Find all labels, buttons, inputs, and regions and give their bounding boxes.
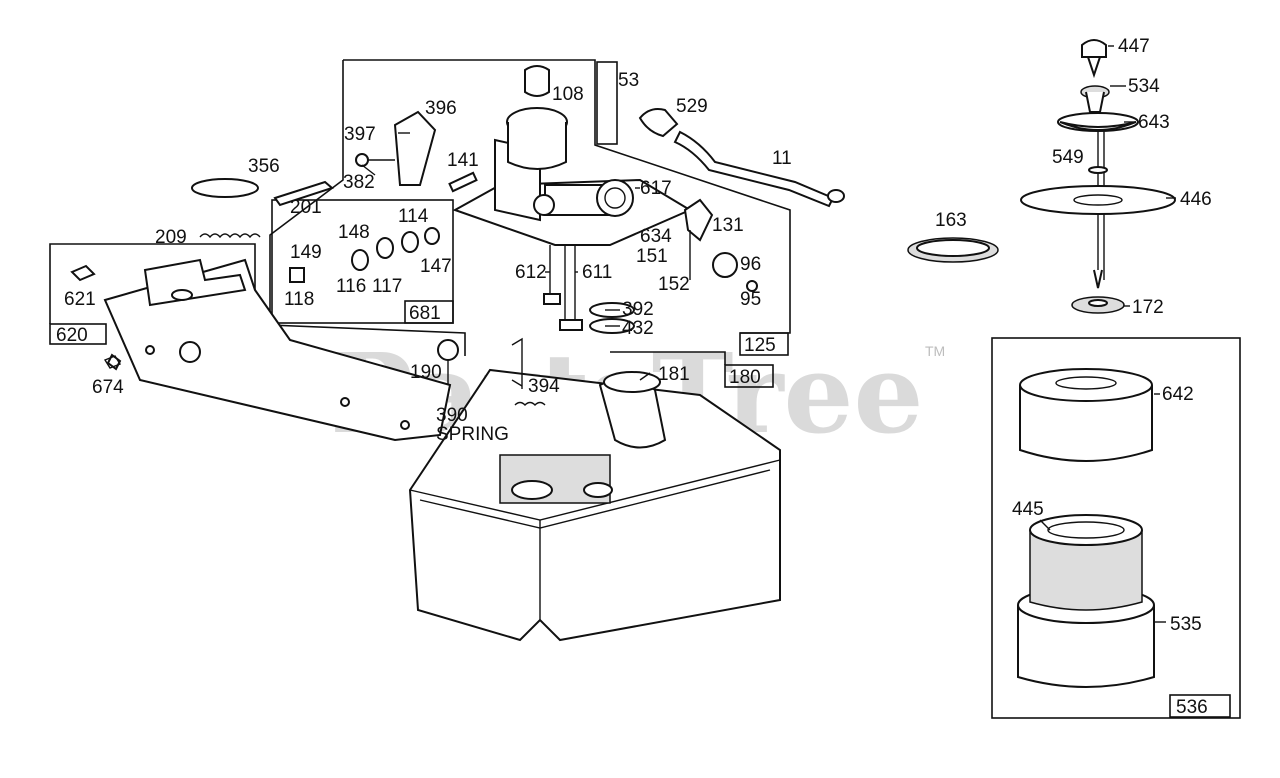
svg-text:681: 681 <box>409 303 441 324</box>
callout-634: 634 <box>640 226 672 247</box>
callout-382: 382 <box>343 172 375 193</box>
callout-445: 445 <box>1012 499 1044 520</box>
float-parts <box>589 198 758 334</box>
spring-209 <box>199 233 261 239</box>
group-box-620: 620 <box>49 243 256 346</box>
callout-396: 396 <box>425 98 457 119</box>
callout-394: 394 <box>528 376 560 397</box>
callout-611: 611 <box>582 262 612 283</box>
callout-621: 621 <box>64 289 96 310</box>
callout-118: 118 <box>284 289 314 310</box>
callout-172: 172 <box>1132 297 1164 318</box>
callout-642: 642 <box>1162 384 1194 405</box>
callout-549: 549 <box>1052 147 1084 168</box>
choke-lever <box>355 110 437 186</box>
callout-141: 141 <box>447 150 479 171</box>
tank-bracket <box>70 258 452 442</box>
callout-390: 390 <box>436 405 468 426</box>
callout-392: 392 <box>622 299 654 320</box>
callout-152: 152 <box>658 274 690 295</box>
callout-432: 432 <box>622 318 654 339</box>
callout-95: 95 <box>740 289 761 310</box>
callout-209: 209 <box>155 227 187 248</box>
watermark-trademark: TM <box>925 343 945 359</box>
svg-text:125: 125 <box>744 335 776 356</box>
fuel-tank <box>408 368 781 642</box>
callout-148: 148 <box>338 222 370 243</box>
callout-535: 535 <box>1170 614 1202 635</box>
air-cleaner-stack <box>907 39 1176 314</box>
air-cleaner-cover <box>1019 368 1153 462</box>
group-box-180: 180 <box>610 351 774 388</box>
callout-201: 201 <box>290 197 322 218</box>
callout-labels: 447 534 643 549 446 163 172 642 445 535 … <box>64 36 1212 635</box>
svg-text:180: 180 <box>729 367 761 388</box>
group-box-53 <box>596 61 618 145</box>
callout-108: 108 <box>552 84 584 105</box>
carburetor-body <box>452 65 693 331</box>
callout-643: 643 <box>1138 112 1170 133</box>
svg-text:536: 536 <box>1176 697 1208 718</box>
air-filter-element <box>1017 514 1155 688</box>
fuel-pipe <box>638 108 845 208</box>
callout-149: 149 <box>290 242 322 263</box>
group-box-536: 536 <box>991 337 1241 719</box>
callout-116: 116 <box>336 276 366 297</box>
callout-spring: SPRING <box>436 424 509 445</box>
callout-53: 53 <box>618 70 639 91</box>
pin-141 <box>448 171 478 193</box>
leader-lines <box>361 45 1176 623</box>
callout-190: 190 <box>410 362 442 383</box>
callout-534: 534 <box>1128 76 1160 97</box>
callout-131: 131 <box>712 215 744 236</box>
callout-181: 181 <box>658 364 690 385</box>
callout-529: 529 <box>676 96 708 117</box>
link-201 <box>273 180 335 207</box>
callout-356: 356 <box>248 156 280 177</box>
tank-fittings <box>437 337 546 406</box>
callout-447: 447 <box>1118 36 1150 57</box>
callout-11: 11 <box>772 148 792 169</box>
callout-397: 397 <box>344 124 376 145</box>
callout-117: 117 <box>372 276 402 297</box>
ring-356 <box>191 178 259 198</box>
callout-617: 617 <box>640 178 672 199</box>
group-box-125: 125 <box>739 332 789 356</box>
bolt-674 <box>103 355 122 369</box>
callout-151: 151 <box>636 246 668 267</box>
callout-674: 674 <box>92 377 124 398</box>
svg-text:620: 620 <box>56 325 88 346</box>
callout-114: 114 <box>398 206 429 227</box>
needle-valve-parts <box>289 227 440 283</box>
callout-163: 163 <box>935 210 967 231</box>
callout-446: 446 <box>1180 189 1212 210</box>
group-box-681: 681 <box>271 199 454 324</box>
callout-147: 147 <box>420 256 452 277</box>
callout-96: 96 <box>740 254 761 275</box>
callout-612: 612 <box>515 262 547 283</box>
